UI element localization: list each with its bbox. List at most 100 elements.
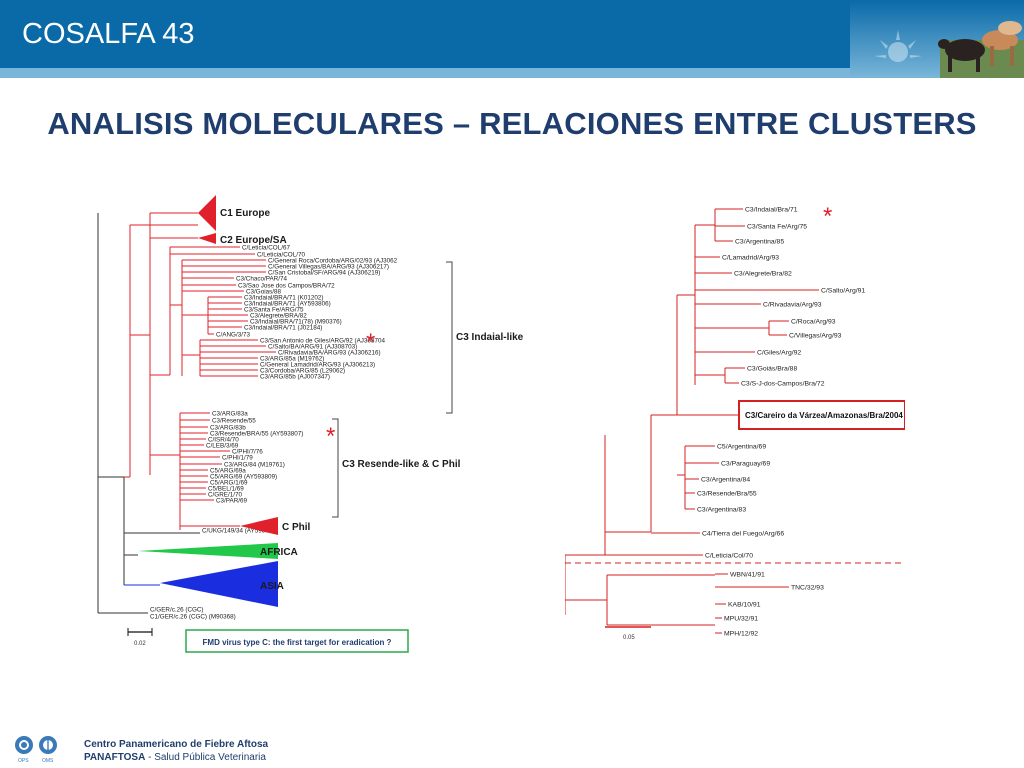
leaf-label: C3/Argentina/85 <box>735 239 784 246</box>
header-strip <box>0 68 1024 78</box>
leaf-label: C3/Cordoba/ARG/85 (L29062) <box>260 368 345 375</box>
leaf-label: C3/Indaial/BRA/71(78) (M90376) <box>250 319 342 326</box>
leaf-label: C3/Paraguay/69 <box>721 461 770 468</box>
leaf-label: C/Salto/Arg/91 <box>821 288 865 295</box>
leaf-label: C3/ARG/83a <box>212 411 248 418</box>
left-tree-branches <box>97 212 276 614</box>
leaf-label: C3/Resende/BRA/55 (AY593807) <box>210 431 303 438</box>
leaf-label: C3/ARG/84 (M19761) <box>224 462 285 469</box>
leaf-label: C/Villegas/Arg/93 <box>789 333 842 340</box>
leaf-label: WBN/41/91 <box>730 572 765 579</box>
leaf-label: C/Rivadavia/BA/ARG/93 (AJ306216) <box>278 350 381 357</box>
leaf-label: C5/Argentina/69 <box>717 444 766 451</box>
leaf-label: C/Rivadavia/Arg/93 <box>763 302 822 309</box>
c-phil-triangle <box>240 517 278 535</box>
leaf-label: C3/Chaco/PAR/74 <box>236 276 287 283</box>
footer-org-sub: Salud Pública Veterinaria <box>154 752 266 763</box>
slide-title: ANALISIS MOLECULARES – RELACIONES ENTRE … <box>47 106 977 141</box>
leaf-label: C5/ARG/69 (AY593809) <box>210 474 277 481</box>
leaf-label: C3/Resende/55 <box>212 418 256 425</box>
c3-indaial-label: C3 Indaial-like <box>456 332 524 343</box>
leaf-label: C5/BEL/1/69 <box>208 486 244 493</box>
africa-triangle <box>138 543 278 559</box>
leaf-label: C3/PAR/69 <box>216 498 248 505</box>
left-phylogenetic-tree: C/Leticia/COL/67C/Leticia/COL/70C/Genera… <box>97 195 524 653</box>
left-asterisk-1: * <box>366 329 375 356</box>
c2-europe-sa-triangle <box>198 233 216 244</box>
c3-indaial-bracket <box>446 261 453 414</box>
leaf-label: C3/Indaial/Bra/71 <box>745 207 798 214</box>
leaf-label: C/Lamadrid/Arg/93 <box>722 255 779 262</box>
oms-logo-text: OMS <box>42 758 54 764</box>
leaf-label: C/Leticia/COL/67 <box>242 245 290 252</box>
footer-org-line2: PANAFTOSA - Salud Pública Veterinaria <box>84 751 268 764</box>
leaf-label: C/GER/c.26 (CGC) <box>150 607 204 614</box>
leaf-label: C/General Roca/Cordoba/ARG/02/93 (AJ3062 <box>268 258 398 265</box>
leaf-label: C/UKG/149/34 (AY593810) <box>202 528 278 535</box>
leaf-label: C3/Indaial/BRA/71 (J02184) <box>244 325 322 332</box>
leaf-label: C3/Goiás/Bra/88 <box>747 366 797 373</box>
leaf-label: C/San Cristobal/SF/ARG/94 (AJ306219) <box>268 270 380 277</box>
c3-resende-bracket <box>332 418 339 518</box>
leaf-label: C5/ARG/1/69 <box>210 480 248 487</box>
leaf-label: MPH/12/92 <box>724 631 758 638</box>
leaf-label: C/GRE/1/70 <box>208 492 242 499</box>
leaf-label: TNC/32/93 <box>791 585 824 592</box>
leaf-label: C/ANG/3/73 <box>216 332 250 339</box>
oms-logo-icon <box>39 736 57 754</box>
leaf-label: C3/Santa Fe/Arg/75 <box>747 224 807 231</box>
leaf-label: C3/Argentina/84 <box>701 477 750 484</box>
c2-europe-sa-label: C2 Europe/SA <box>220 235 287 246</box>
leaf-label: C/PHI/1/79 <box>222 455 253 462</box>
leaf-label: KAB/10/91 <box>728 602 761 609</box>
leaf-label: C5/ARG/69a <box>210 468 246 475</box>
highlight-leaf-label: C3/Careiro da Várzea/Amazonas/Bra/2004 <box>745 411 903 420</box>
footer-logos: OPS OMS <box>15 736 57 764</box>
leaf-label: C3/S-J-dos-Campos/Bra/72 <box>741 381 825 388</box>
leaf-label: C3/Argentina/83 <box>697 507 746 514</box>
leaf-label: C3/Alegrete/Bra/82 <box>734 271 792 278</box>
leaf-label: C/Giles/Arg/92 <box>757 350 801 357</box>
leaf-label: C/General Lamadrid/ARG/93 (AJ306213) <box>260 362 375 369</box>
highlight-box <box>738 400 905 430</box>
right-tree-branches <box>565 208 819 634</box>
leaf-label: MPU/32/91 <box>724 616 758 623</box>
leaf-label: C3/Santa Fe/ARG/75 <box>244 307 304 314</box>
leaf-label: C4/Tierra del Fuego/Arg/66 <box>702 531 784 538</box>
leaf-label: C/Roca/Arg/93 <box>791 319 836 326</box>
footer-org-sep: - <box>145 752 155 763</box>
leaf-label: C/Leticia/Col/70 <box>705 553 753 560</box>
right-scale-label: 0.05 <box>623 635 635 641</box>
left-tree-leaves: C/Leticia/COL/67C/Leticia/COL/70C/Genera… <box>150 245 398 621</box>
leaf-label: C3/San Antonio de Giles/ARG/92 (AJ308704 <box>260 338 385 345</box>
ops-logo-text: OPS <box>18 758 29 764</box>
left-scale-label: 0.02 <box>134 641 146 647</box>
c1-europe-triangle <box>198 195 216 231</box>
leaf-label: C3/Indaial/BRA/71 (AY593806) <box>244 301 331 308</box>
leaf-label: C/ISR/4/70 <box>208 437 239 444</box>
header-title: COSALFA 43 <box>22 18 195 50</box>
leaf-label: C/PHI/7/76 <box>232 449 263 456</box>
sun-logo-icon <box>874 30 922 62</box>
cattle-banner-image <box>850 0 1024 78</box>
leaf-label: C3/ARG/85b (AJ007347) <box>260 374 330 381</box>
leaf-label: C/Leticia/COL/70 <box>257 252 305 259</box>
cow-icon <box>938 21 1022 72</box>
footer-text: Centro Panamericano de Fiebre Aftosa PAN… <box>84 738 268 764</box>
footer-org-short: PANAFTOSA <box>84 752 146 763</box>
c3-resende-label: C3 Resende-like & C Phil <box>342 459 461 470</box>
leaf-label: C3/Resende/Bra/55 <box>697 491 757 498</box>
asia-label: ASIA <box>260 581 284 592</box>
leaf-label: C/Salto/BA/ARG/91 (AJ308703) <box>268 344 357 351</box>
left-asterisk-2: * <box>326 423 335 450</box>
ops-logo-icon <box>15 736 33 754</box>
right-asterisk: * <box>823 203 832 230</box>
c-phil-label: C Phil <box>282 522 311 533</box>
leaf-label: C3/Indaial/BRA/71 (K01202) <box>244 295 323 302</box>
leaf-label: C/General Villegas/BA/ARG/93 (AJ306217) <box>268 264 389 271</box>
leaf-label: C1/GER/c.26 (CGC) (M90368) <box>150 614 236 621</box>
caption-box <box>185 629 409 653</box>
leaf-label: C/LEB/3/69 <box>206 443 239 450</box>
